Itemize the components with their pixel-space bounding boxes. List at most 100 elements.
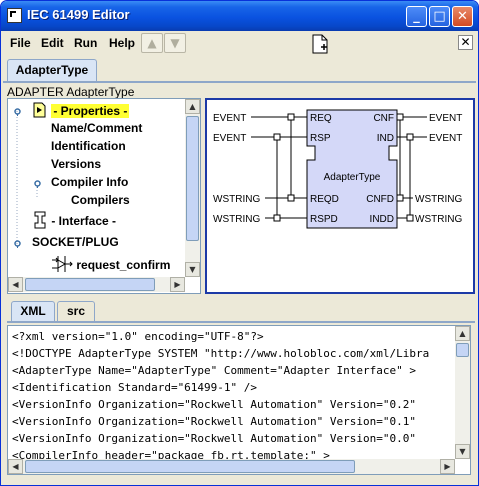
right-data-label: WSTRING xyxy=(415,214,462,225)
tree-item-label: SOCKET/PLUG xyxy=(32,235,119,249)
port-label: INDD xyxy=(370,214,394,225)
tree-toggle-icon[interactable] xyxy=(33,179,42,188)
close-document-button[interactable]: ✕ xyxy=(458,35,473,50)
adapter-diagram[interactable]: EVENT EVENT WSTRING WSTRING EVENT EVENT … xyxy=(207,100,473,292)
left-event-label: EVENT xyxy=(213,133,246,144)
tree-lines xyxy=(16,111,38,244)
tab-divider xyxy=(7,321,475,323)
connector-squares xyxy=(273,113,414,222)
tree-toggle-icon[interactable] xyxy=(13,239,22,248)
tree-item-label: Compilers xyxy=(71,193,130,207)
diagram-panel: EVENT EVENT WSTRING WSTRING EVENT EVENT … xyxy=(205,98,475,294)
forward-button[interactable]: ▼ xyxy=(164,33,186,53)
tree-item-label: request_confirm xyxy=(76,258,171,272)
xml-line: <!DOCTYPE AdapterType SYSTEM "http://www… xyxy=(12,347,430,360)
connection-lines xyxy=(251,116,427,219)
content-heading: ADAPTER AdapterType xyxy=(7,85,135,99)
close-button[interactable]: ✕ xyxy=(452,6,473,27)
scroll-left-button[interactable]: ◀ xyxy=(8,277,23,292)
scroll-thumb[interactable] xyxy=(456,343,469,357)
xml-line: <?xml version="1.0" encoding="UTF-8"?> xyxy=(12,330,264,343)
scroll-up-button[interactable]: ▲ xyxy=(455,326,470,341)
tab-xml[interactable]: XML xyxy=(11,301,55,321)
maximize-button[interactable]: □ xyxy=(429,6,450,27)
tree-vertical-scrollbar[interactable]: ▲ ▼ xyxy=(185,99,200,277)
left-data-label: WSTRING xyxy=(213,194,260,205)
app-icon xyxy=(7,8,22,23)
back-button[interactable]: ▲ xyxy=(141,33,163,53)
right-event-label: EVENT xyxy=(429,133,462,144)
port-label: CNF xyxy=(373,113,394,124)
menu-run[interactable]: Run xyxy=(74,36,98,50)
xml-line: <VersionInfo Organization="Rockwell Auto… xyxy=(12,398,416,411)
chevron-up-icon: ▲ xyxy=(147,36,157,50)
tree-item-versions[interactable]: Versions xyxy=(51,157,101,171)
close-icon: ✕ xyxy=(457,9,468,24)
window-title: IEC 61499 Editor xyxy=(27,7,130,22)
xml-vertical-scrollbar[interactable]: ▲ ▼ xyxy=(455,326,470,459)
xml-line: <AdapterType Name="AdapterType" Comment=… xyxy=(12,364,416,377)
minimize-icon: _ xyxy=(413,9,420,24)
service-sequence-icon xyxy=(52,256,73,272)
chevron-down-icon: ▼ xyxy=(170,36,180,50)
menu-edit[interactable]: Edit xyxy=(41,36,64,50)
port-label: REQ xyxy=(310,113,332,124)
right-event-label: EVENT xyxy=(429,113,462,124)
tree-item-identification[interactable]: Identification xyxy=(51,139,126,153)
left-data-label: WSTRING xyxy=(213,214,260,225)
maximize-icon: □ xyxy=(433,9,446,24)
port-label: IND xyxy=(377,133,394,144)
tree-item-interface[interactable]: - Interface - xyxy=(32,211,116,229)
scroll-down-button[interactable]: ▼ xyxy=(455,444,470,459)
tree-item-label: - Properties - xyxy=(51,104,130,118)
tree-item-compiler-info[interactable]: Compiler Info xyxy=(51,175,128,189)
tree-item-label: Versions xyxy=(51,157,102,171)
minimize-button[interactable]: _ xyxy=(406,6,427,27)
tree-toggle-icon[interactable] xyxy=(13,107,22,116)
adapter-block-shape xyxy=(306,109,398,229)
tab-src[interactable]: src xyxy=(57,301,95,321)
left-event-label: EVENT xyxy=(213,113,246,124)
tree-item-label: Name/Comment xyxy=(51,121,143,135)
tree-item-label: - Interface - xyxy=(51,214,117,228)
tree-item-request-confirm[interactable]: request_confirm xyxy=(51,255,170,273)
properties-icon xyxy=(33,102,46,118)
scroll-thumb[interactable] xyxy=(186,116,199,241)
scroll-thumb[interactable] xyxy=(25,278,155,291)
title-bar[interactable]: IEC 61499 Editor _ □ ✕ xyxy=(1,1,478,31)
scroll-up-button[interactable]: ▲ xyxy=(185,99,200,114)
port-label: REQD xyxy=(310,194,339,205)
scroll-thumb[interactable] xyxy=(25,460,355,473)
tree-item-socket-plug[interactable]: SOCKET/PLUG xyxy=(32,235,119,249)
tree-panel: - Properties - Name/Comment Identificati… xyxy=(7,98,201,294)
tab-divider xyxy=(3,81,476,83)
block-name: AdapterType xyxy=(324,172,381,183)
new-document-icon[interactable] xyxy=(311,34,329,54)
xml-horizontal-scrollbar[interactable]: ◀ ▶ xyxy=(8,459,455,474)
menu-help[interactable]: Help xyxy=(109,36,136,50)
tree-item-compilers[interactable]: Compilers xyxy=(71,193,130,207)
scroll-down-button[interactable]: ▼ xyxy=(185,262,200,277)
right-data-label: WSTRING xyxy=(415,194,462,205)
tree-horizontal-scrollbar[interactable]: ◀ ▶ xyxy=(8,277,185,292)
xml-line: <Identification Standard="61499-1" /> xyxy=(12,381,258,394)
xml-line: <VersionInfo Organization="Rockwell Auto… xyxy=(12,415,416,428)
xml-source-panel[interactable]: <?xml version="1.0" encoding="UTF-8"?> <… xyxy=(7,325,471,475)
menu-file[interactable]: File xyxy=(10,36,31,50)
tree-item-name-comment[interactable]: Name/Comment xyxy=(51,121,142,135)
scroll-left-button[interactable]: ◀ xyxy=(8,459,23,474)
close-icon: ✕ xyxy=(460,35,471,49)
scroll-right-button[interactable]: ▶ xyxy=(440,459,455,474)
port-label: CNFD xyxy=(366,194,394,205)
interface-icon xyxy=(34,211,46,229)
xml-line: <CompilerInfo header="package fb.rt.temp… xyxy=(12,449,330,462)
tree-item-label: Identification xyxy=(51,139,126,153)
scroll-right-button[interactable]: ▶ xyxy=(170,277,185,292)
menu-bar: File Edit Run Help xyxy=(1,31,478,56)
xml-line: <VersionInfo Organization="Rockwell Auto… xyxy=(12,432,416,445)
port-label: RSP xyxy=(310,133,331,144)
tree-item-label: Compiler Info xyxy=(51,175,129,189)
tree-item-properties[interactable]: - Properties - xyxy=(32,102,130,118)
tab-adaptertype[interactable]: AdapterType xyxy=(7,59,97,81)
